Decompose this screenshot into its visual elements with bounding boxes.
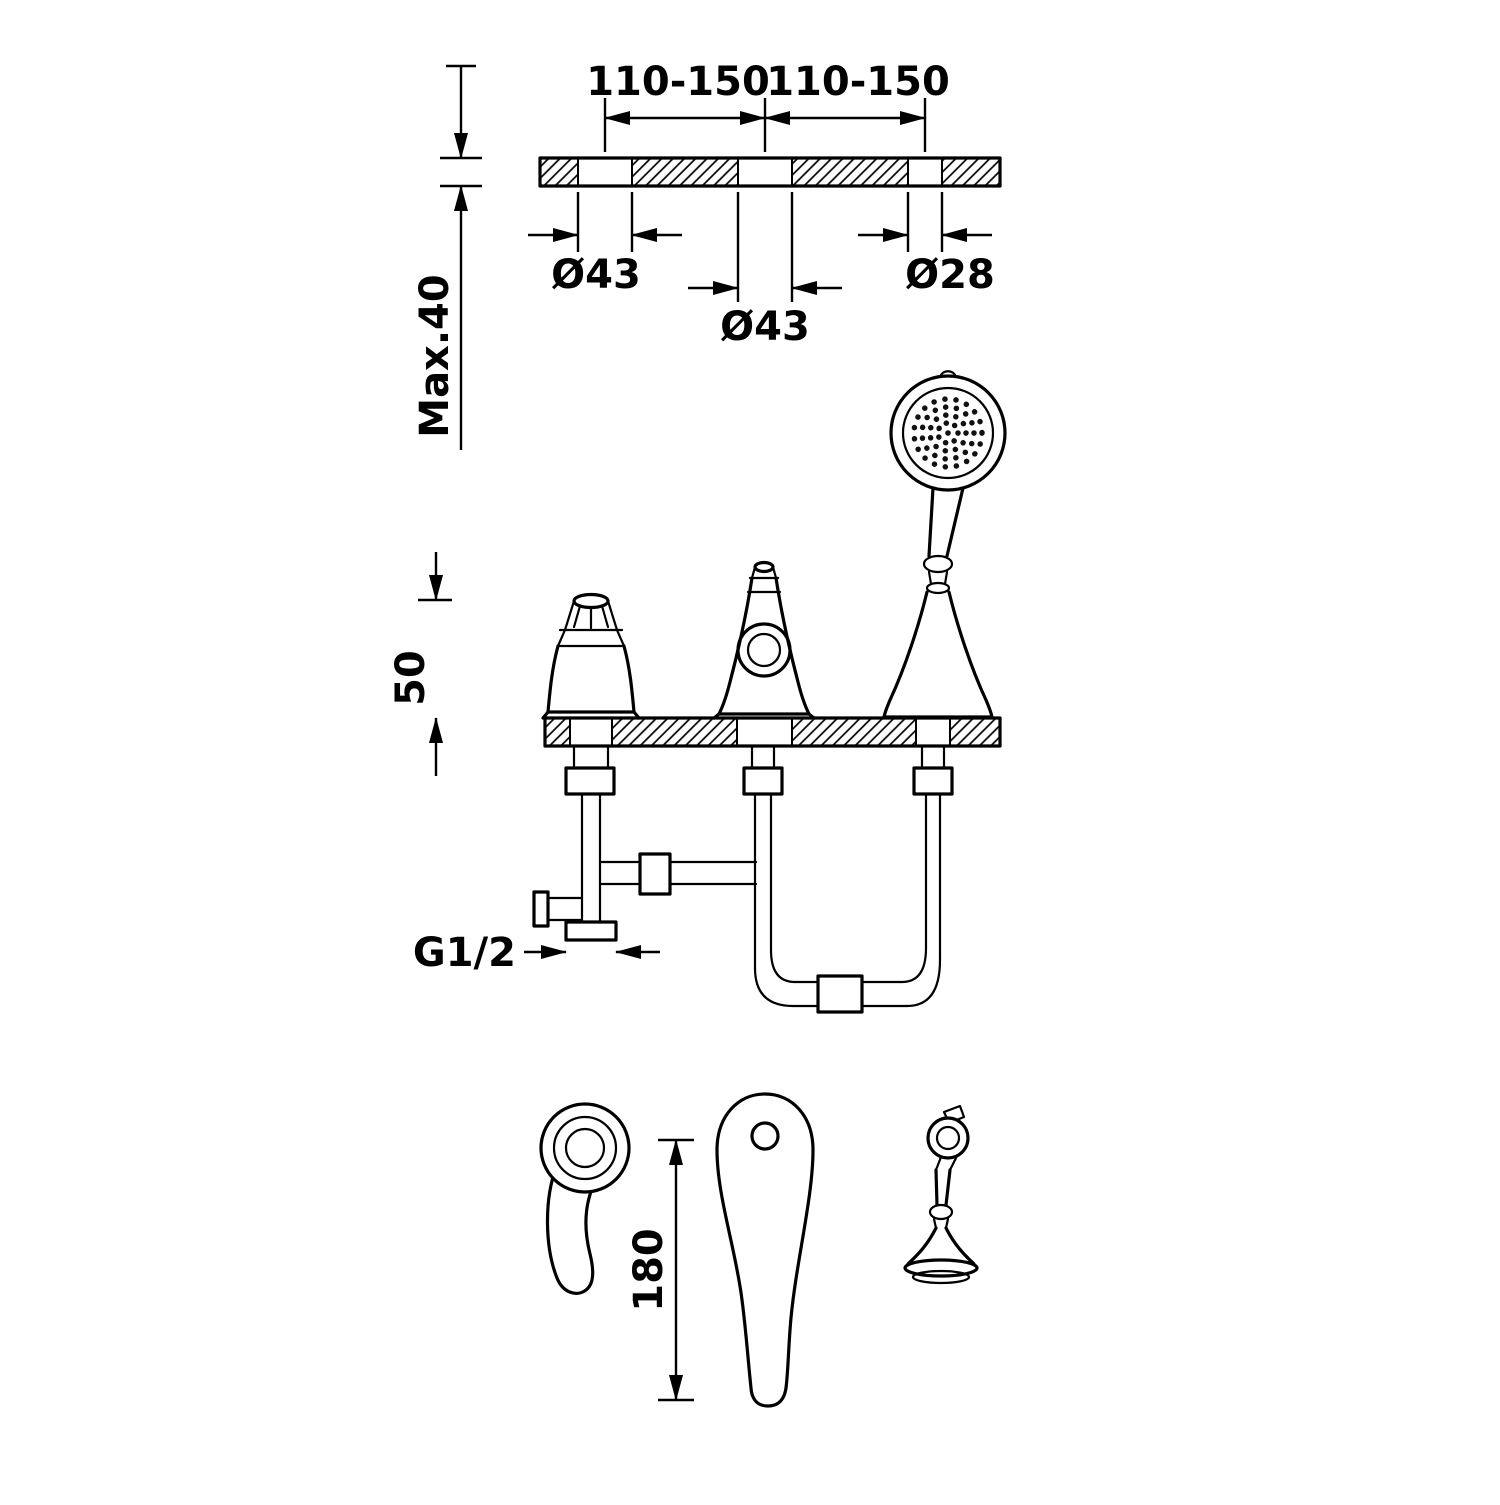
dim-label-span-left: 110-150 bbox=[586, 59, 770, 105]
right-valve-nut bbox=[912, 766, 954, 796]
dimension-lever-length: 180 bbox=[626, 1138, 694, 1402]
dim-label-deck-thickness: Max.40 bbox=[412, 274, 458, 437]
hose-coupling bbox=[816, 974, 864, 1014]
left-inlet-thread bbox=[564, 920, 618, 942]
dim-label-hole-left: Ø43 bbox=[551, 252, 641, 298]
shower-head-nozzle-dots bbox=[911, 396, 985, 470]
handle-left-side-view bbox=[541, 592, 641, 720]
dimension-hole-left: Ø43 bbox=[528, 192, 682, 298]
cradle-bell bbox=[882, 590, 994, 719]
dimension-hole-spacing: 110-150 110-150 bbox=[586, 59, 950, 152]
left-inlet-cap bbox=[532, 890, 550, 928]
dim-label-thread-size: G1/2 bbox=[413, 930, 516, 976]
handle-front-view-round bbox=[539, 1102, 631, 1295]
dim-label-hole-right: Ø28 bbox=[905, 252, 995, 298]
dim-label-lever-length: 180 bbox=[626, 1228, 672, 1312]
spout-side-view bbox=[712, 560, 816, 720]
handshower-side-view bbox=[882, 370, 1007, 719]
dimension-thread-size: G1/2 bbox=[413, 930, 660, 976]
dimension-hole-right: Ø28 bbox=[858, 192, 995, 298]
left-valve-nut bbox=[564, 766, 616, 796]
dim-label-hole-center: Ø43 bbox=[720, 304, 810, 350]
dim-label-body-height: 50 bbox=[388, 650, 434, 706]
dimension-hole-center: Ø43 bbox=[688, 192, 842, 350]
dimension-deck-thickness: Max.40 bbox=[412, 64, 482, 450]
handle-front-view-lever bbox=[715, 1092, 815, 1408]
deck-hatch bbox=[540, 159, 578, 185]
handle-fluting-lines bbox=[572, 604, 610, 630]
below-deck-piping bbox=[532, 744, 954, 1014]
middle-deck-section bbox=[543, 716, 1002, 748]
spout-outlet-circle bbox=[736, 622, 792, 678]
cross-link-pipe bbox=[598, 860, 758, 886]
dim-label-span-right: 110-150 bbox=[766, 59, 950, 105]
handshower-front-view bbox=[903, 1104, 979, 1285]
dimension-body-height: 50 bbox=[388, 552, 452, 776]
center-valve-nut bbox=[742, 766, 784, 796]
cross-link-coupling bbox=[638, 852, 672, 896]
top-deck-section-view bbox=[538, 156, 1002, 188]
lever-tail bbox=[545, 1166, 599, 1295]
